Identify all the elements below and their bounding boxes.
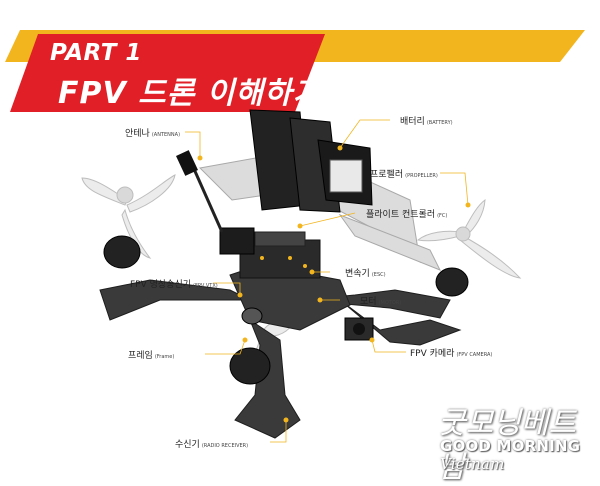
- part-label: PART 1: [50, 40, 142, 66]
- callout-propeller-ko: 프로펠러: [370, 170, 404, 180]
- callout-vtx-ko: FPV 영상송신기: [130, 280, 192, 290]
- leader-lines: [185, 119, 469, 443]
- callout-vtx: FPV 영상송신기(FPV VTX): [130, 277, 218, 290]
- propeller-right: [416, 198, 522, 279]
- callout-camera-ko: FPV 카메라: [410, 349, 455, 359]
- callout-camera-en: (FPV CAMERA): [456, 352, 493, 358]
- motors: [103, 235, 469, 385]
- propeller-left: [81, 174, 176, 259]
- callout-esc-en: (ESC): [371, 272, 386, 278]
- fpv-camera: [344, 317, 374, 341]
- antenna: [176, 150, 224, 233]
- callout-esc-ko: 변속기: [345, 269, 370, 279]
- callout-motor: 모터(MOTOR): [360, 294, 401, 307]
- watermark-english-main: GOOD MORNING: [440, 437, 581, 455]
- callout-camera: FPV 카메라(FPV CAMERA): [410, 346, 492, 359]
- battery: [249, 109, 373, 213]
- electronics-stack: [219, 227, 321, 279]
- callout-frame-ko: 프레임: [128, 351, 153, 361]
- callout-frame-en: (Frame): [154, 354, 175, 360]
- callout-battery-en: (BATTERY): [426, 120, 453, 126]
- title-banner: [5, 30, 585, 112]
- callout-frame: 프레임(Frame): [128, 348, 174, 361]
- callout-antenna-ko: 안테나: [125, 129, 150, 139]
- callout-receiver: 수신기(RADIO RECEIVER): [175, 437, 248, 450]
- callout-receiver-ko: 수신기: [175, 440, 200, 450]
- callout-fc-en: (FC): [437, 213, 448, 219]
- callout-motor-ko: 모터: [360, 297, 377, 307]
- callout-fc: 플라이트 컨트롤러(FC): [366, 207, 447, 220]
- watermark-english-script: Vietnam: [440, 455, 505, 473]
- drone-illustration: [81, 109, 522, 443]
- callout-propeller-en: (PROPELLER): [405, 173, 438, 179]
- page-title: FPV 드론 이해하기: [58, 76, 322, 111]
- callout-antenna-en: (ANTENNA): [151, 132, 181, 138]
- callout-fc-ko: 플라이트 컨트롤러: [366, 210, 436, 220]
- callout-receiver-en: (RADIO RECEIVER): [201, 443, 249, 449]
- callout-battery: 배터리(BATTERY): [400, 114, 453, 127]
- watermark-english: GOOD MORNING Vietnam: [440, 437, 600, 473]
- callout-antenna: 안테나(ANTENNA): [125, 126, 180, 139]
- callout-propeller: 프로펠러(PROPELLER): [370, 167, 438, 180]
- callout-battery-ko: 배터리: [400, 117, 425, 127]
- infographic: PART 1 FPV 드론 이해하기: [5, 30, 600, 485]
- callout-motor-en: (MOTOR): [378, 300, 402, 306]
- callout-esc: 변속기(ESC): [345, 266, 386, 279]
- leader-dots: [197, 145, 471, 423]
- red-banner: [10, 34, 325, 112]
- callout-vtx-en: (FPV VTX): [193, 283, 218, 289]
